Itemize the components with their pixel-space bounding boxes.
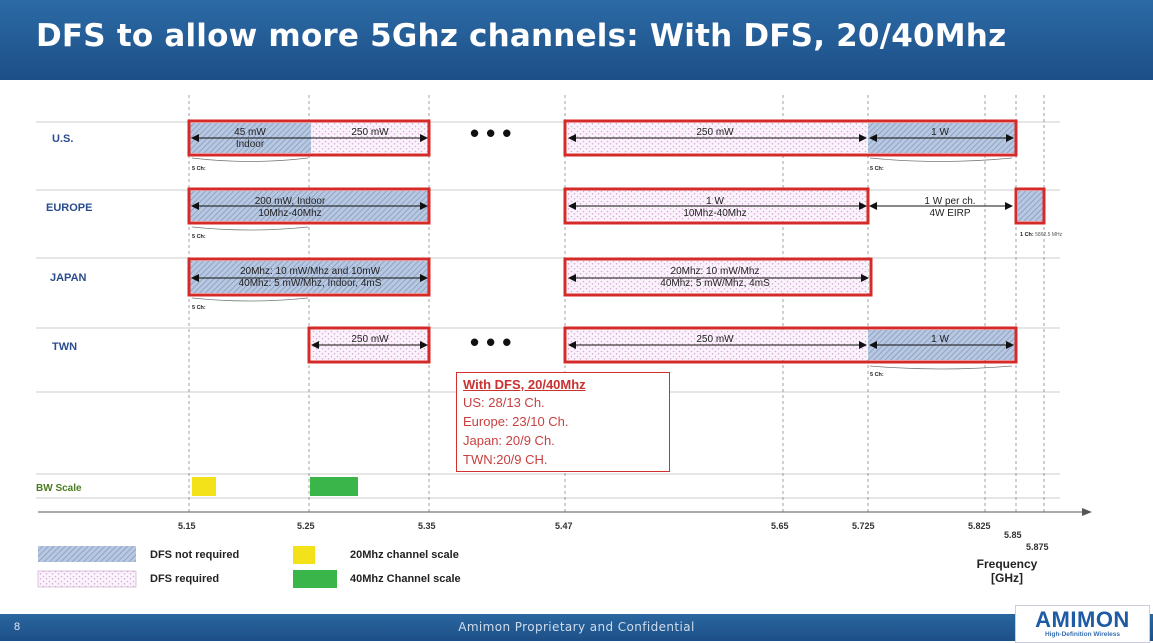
- legend-dfs-not-required: DFS not required: [150, 549, 240, 561]
- bw-scale-label: BW Scale: [36, 483, 82, 494]
- us-low-channel-note: 5 Ch:: [192, 166, 206, 172]
- tw-bands: [307, 326, 1018, 370]
- jp-band-20mhz-b: 20Mhz: 10 mW/Mhz: [670, 266, 760, 277]
- tw-band-250mw-a: 250 mW: [351, 334, 389, 345]
- eu-bands: [187, 187, 1046, 231]
- bw-40mhz-swatch: [310, 477, 358, 496]
- us-bands: [187, 119, 1018, 162]
- tick-5-85: 5.85: [1004, 530, 1022, 540]
- legend-dfs-required: DFS required: [150, 573, 220, 585]
- dfs-summary-heading: With DFS, 20/40Mhz: [463, 377, 586, 392]
- jp-low-channel-note: 5 Ch:: [192, 305, 206, 311]
- legend-40mhz-swatch: [293, 570, 337, 588]
- eu-band-1w: 1 W: [706, 196, 724, 207]
- region-label-twn: TWN: [52, 341, 78, 353]
- dfs-summary-us: US: 28/13 Ch.: [463, 395, 545, 410]
- eu-band-10-40mhz-a: 10Mhz-40Mhz: [258, 208, 322, 219]
- us-band-250mw-a: 250 mW: [351, 127, 389, 138]
- tick-5-875: 5.875: [1026, 542, 1049, 552]
- tick-5-35: 5.35: [418, 521, 436, 531]
- legend-40mhz-channel-scale: 40Mhz Channel scale: [350, 573, 461, 585]
- us-band-1w: 1 W: [931, 127, 949, 138]
- ellipsis-twn: •••: [470, 327, 519, 357]
- dfs-summary-japan: Japan: 20/9 Ch.: [463, 433, 555, 448]
- tick-5-725: 5.725: [852, 521, 875, 531]
- legend-hatch-swatch: [38, 546, 136, 562]
- frequency-axis-label: Frequency [GHz]: [976, 557, 1038, 585]
- logo-wordmark: AMIMON: [1035, 607, 1130, 632]
- tw-band-1w: 1 W: [931, 334, 949, 345]
- region-label-europe: EUROPE: [46, 202, 93, 214]
- jp-band-40mhz-b: 40Mhz: 5 mW/Mhz, 4mS: [660, 278, 770, 289]
- eu-band-10-40mhz-b: 10Mhz-40Mhz: [683, 208, 747, 219]
- legend-dots-swatch: [37, 570, 137, 588]
- tick-5-25: 5.25: [297, 521, 315, 531]
- tick-5-47: 5.47: [555, 521, 573, 531]
- region-label-us: U.S.: [52, 133, 74, 145]
- jp-band-20mhz-a: 20Mhz: 10 mW/Mhz and 10mW: [239, 266, 381, 277]
- title-bar: DFS to allow more 5Ghz channels: With DF…: [0, 0, 1153, 80]
- tw-band-250mw-b: 250 mW: [696, 334, 734, 345]
- slide-title: DFS to allow more 5Ghz channels: With DF…: [36, 18, 1007, 54]
- us-band-45mw: 45 mW: [234, 127, 266, 138]
- confidentiality-notice: Amimon Proprietary and Confidential: [458, 620, 695, 634]
- page-number: 8: [14, 621, 21, 633]
- legend-20mhz-swatch: [293, 546, 315, 564]
- eu-band-200mw: 200 mW, Indoor: [254, 196, 326, 207]
- us-band-indoor: Indoor: [235, 139, 265, 150]
- jp-bands: [187, 257, 873, 302]
- eu-one-channel-note: 1 Ch: 5862.5 MHz: [1020, 232, 1063, 238]
- eu-band-1w-per-ch: 1 W per ch.: [924, 196, 976, 207]
- dfs-summary-europe: Europe: 23/10 Ch.: [463, 414, 569, 429]
- ellipsis-us: •••: [470, 118, 519, 148]
- jp-band-40mhz-a: 40Mhz: 5 mW/Mhz, Indoor, 4mS: [238, 278, 382, 289]
- tick-5-15: 5.15: [178, 521, 196, 531]
- us-band-250mw-b: 250 mW: [696, 127, 734, 138]
- tw-high-channel-note: 5 Ch:: [870, 372, 884, 378]
- company-logo: AMIMON High-Definition Wireless: [1015, 605, 1150, 643]
- region-label-japan: JAPAN: [50, 272, 87, 284]
- eu-low-channel-note: 5 Ch:: [192, 234, 206, 240]
- dfs-summary-box: With DFS, 20/40Mhz US: 28/13 Ch. Europe:…: [456, 372, 670, 472]
- dfs-summary-twn: TWN:20/9 CH.: [463, 452, 548, 467]
- us-high-channel-note: 5 Ch:: [870, 166, 884, 172]
- tick-5-825: 5.825: [968, 521, 991, 531]
- legend-20mhz-channel-scale: 20Mhz channel scale: [350, 549, 459, 561]
- logo-tagline: High-Definition Wireless: [1044, 631, 1121, 638]
- axis-arrowhead: [1082, 508, 1092, 516]
- bw-20mhz-swatch: [192, 477, 216, 496]
- tick-5-65: 5.65: [771, 521, 789, 531]
- footer-bar: 8 Amimon Proprietary and Confidential: [0, 614, 1153, 641]
- eu-band-4w-eirp: 4W EIRP: [929, 208, 971, 219]
